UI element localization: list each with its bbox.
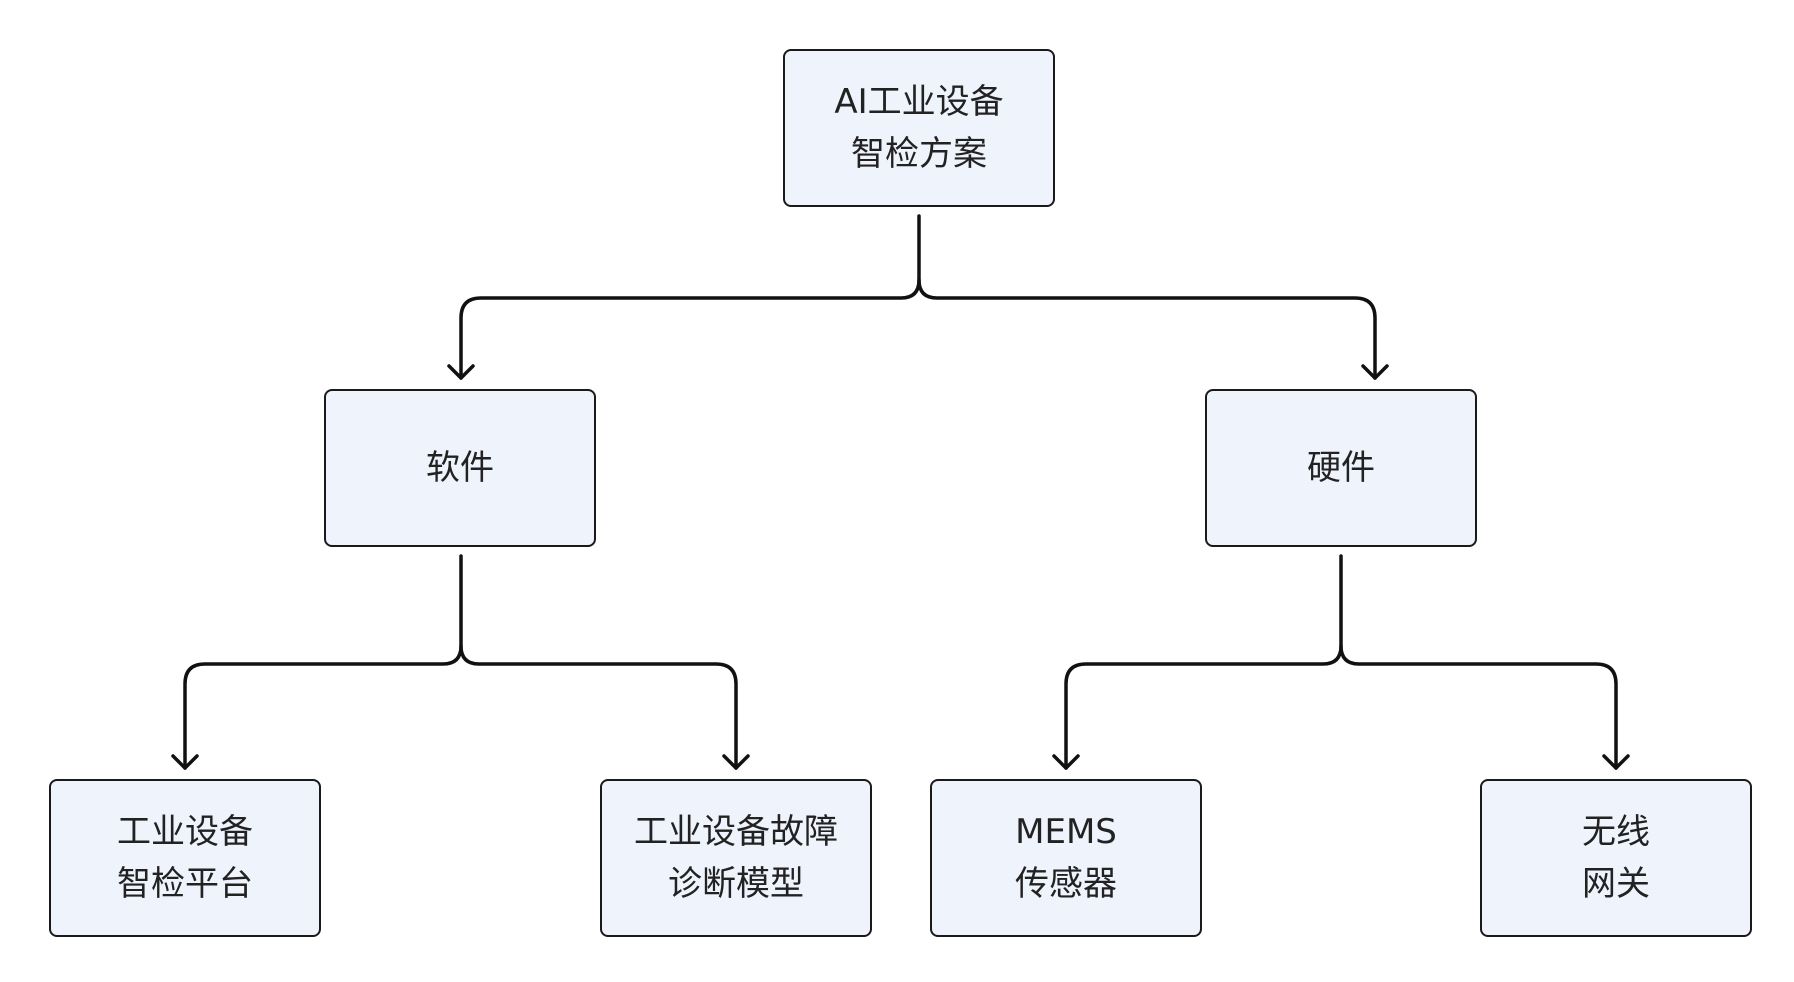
node-root-line1: AI工业设备 [834, 82, 1004, 122]
arrowhead-mems [1052, 754, 1080, 770]
edge-root-to-hardware [917, 278, 1377, 380]
edge-root-to-software [459, 214, 921, 380]
edge-software-to-platform [183, 554, 463, 770]
edge-hardware-to-gateway [1339, 644, 1618, 770]
node-hardware-label: 硬件 [1307, 448, 1375, 488]
node-root: AI工业设备 智检方案 [783, 49, 1055, 207]
arrowhead-software [447, 364, 475, 380]
node-platform: 工业设备 智检平台 [49, 779, 321, 937]
node-hardware: 硬件 [1205, 389, 1477, 547]
node-software: 软件 [324, 389, 596, 547]
node-model: 工业设备故障 诊断模型 [600, 779, 872, 937]
node-model-line1: 工业设备故障 [634, 812, 838, 852]
arrowhead-model [722, 754, 750, 770]
node-mems-line1: MEMS [1015, 812, 1117, 852]
edge-hardware-to-mems [1064, 554, 1343, 770]
arrowhead-platform [171, 754, 199, 770]
node-mems-line2: 传感器 [1015, 864, 1117, 904]
node-model-line2: 诊断模型 [668, 864, 804, 904]
arrowhead-gateway [1602, 754, 1630, 770]
node-root-line2: 智检方案 [851, 134, 987, 174]
node-software-label: 软件 [426, 448, 494, 488]
node-platform-line2: 智检平台 [117, 864, 253, 904]
node-platform-line1: 工业设备 [117, 812, 253, 852]
node-gateway: 无线 网关 [1480, 779, 1752, 937]
node-mems: MEMS 传感器 [930, 779, 1202, 937]
node-gateway-line2: 网关 [1582, 864, 1650, 904]
arrowhead-hardware [1361, 364, 1389, 380]
node-gateway-line1: 无线 [1582, 812, 1650, 852]
edge-software-to-model [459, 644, 738, 770]
